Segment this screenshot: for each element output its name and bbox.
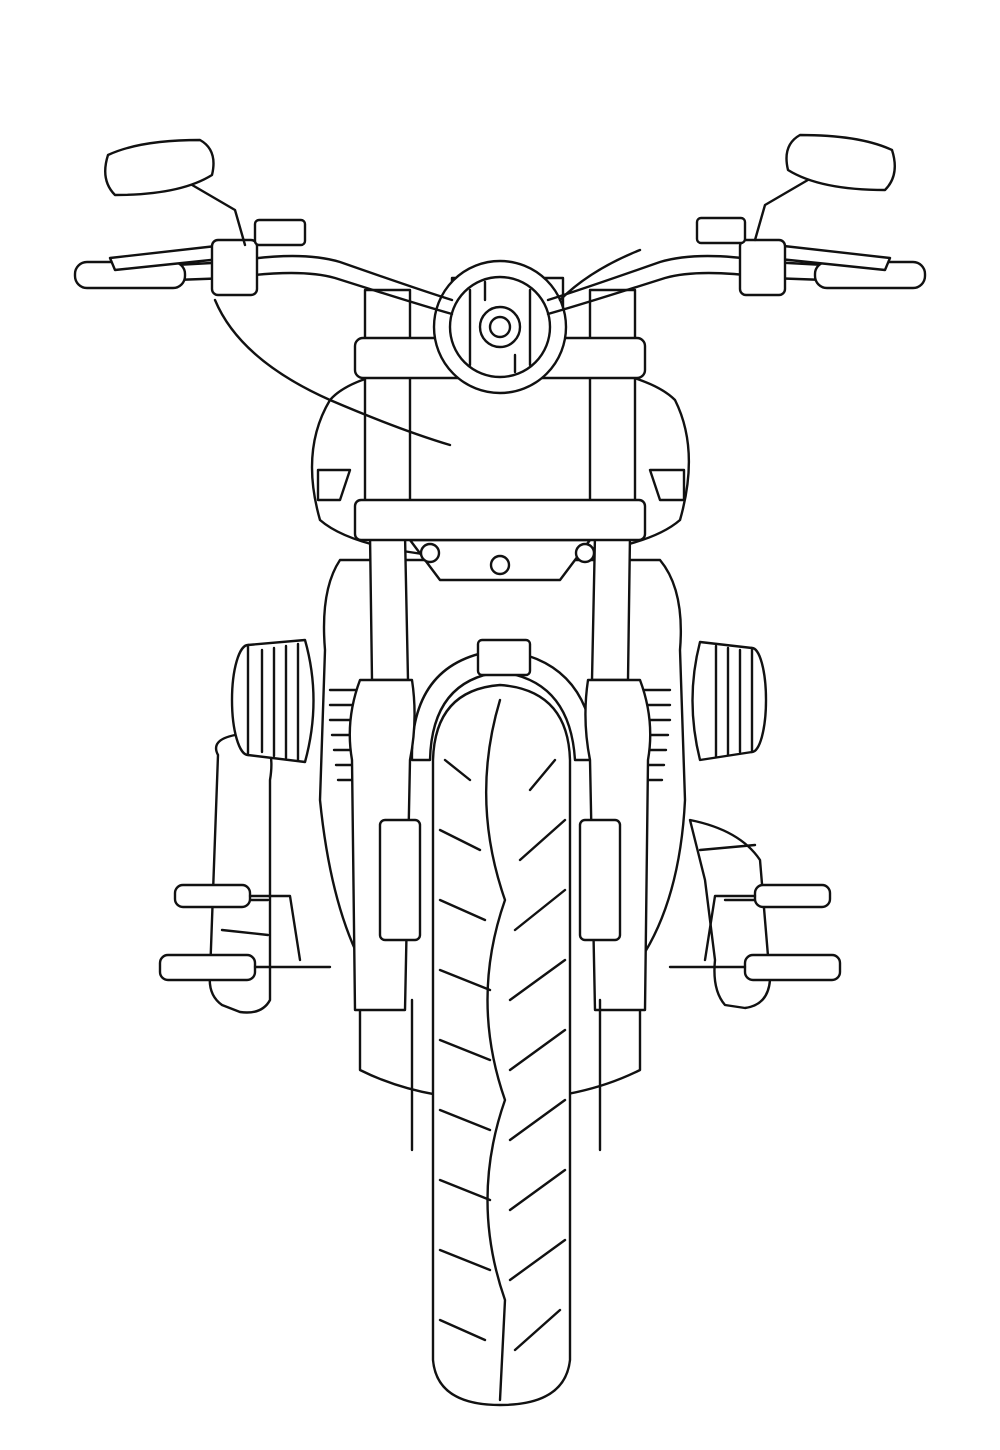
right-fork [578,288,652,1152]
right-mirror [753,133,896,242]
left-master-cylinder [253,218,307,247]
right-air-cleaner [691,640,768,762]
left-footpegs [158,883,332,982]
right-footpegs [668,883,842,982]
right-switch-housing [738,238,787,297]
left-switch-housing [210,238,259,297]
fender-light [476,638,532,677]
left-fork [348,288,422,1152]
left-exhaust [208,733,273,1014]
left-air-cleaner [230,638,315,764]
clamp-bolt [574,542,596,564]
clutch-cable [558,248,642,302]
left-tank-badge [316,468,352,502]
clamp-bolt [489,554,511,576]
headlight-bracket [353,498,647,542]
left-mirror [104,138,247,247]
right-master-cylinder [695,216,747,245]
headlight [432,259,568,395]
front-tire [431,683,572,1407]
clamp-bolt [419,542,441,564]
right-tank-badge [648,468,686,502]
brake-cable [213,298,452,447]
